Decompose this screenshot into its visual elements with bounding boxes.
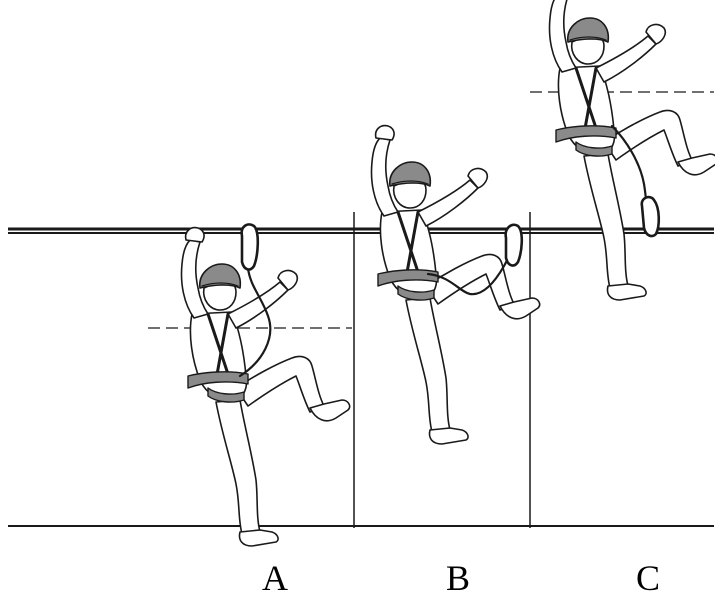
- carabiner-b: [506, 225, 522, 266]
- climber-figure-c: [550, 0, 715, 300]
- panel-label-a: A: [262, 560, 288, 596]
- climber-figure-a: [182, 228, 350, 546]
- panel-label-b: B: [446, 560, 470, 596]
- carabiner-a: [242, 224, 258, 269]
- panel-label-c: C: [636, 560, 660, 596]
- carabiner-c: [642, 197, 659, 236]
